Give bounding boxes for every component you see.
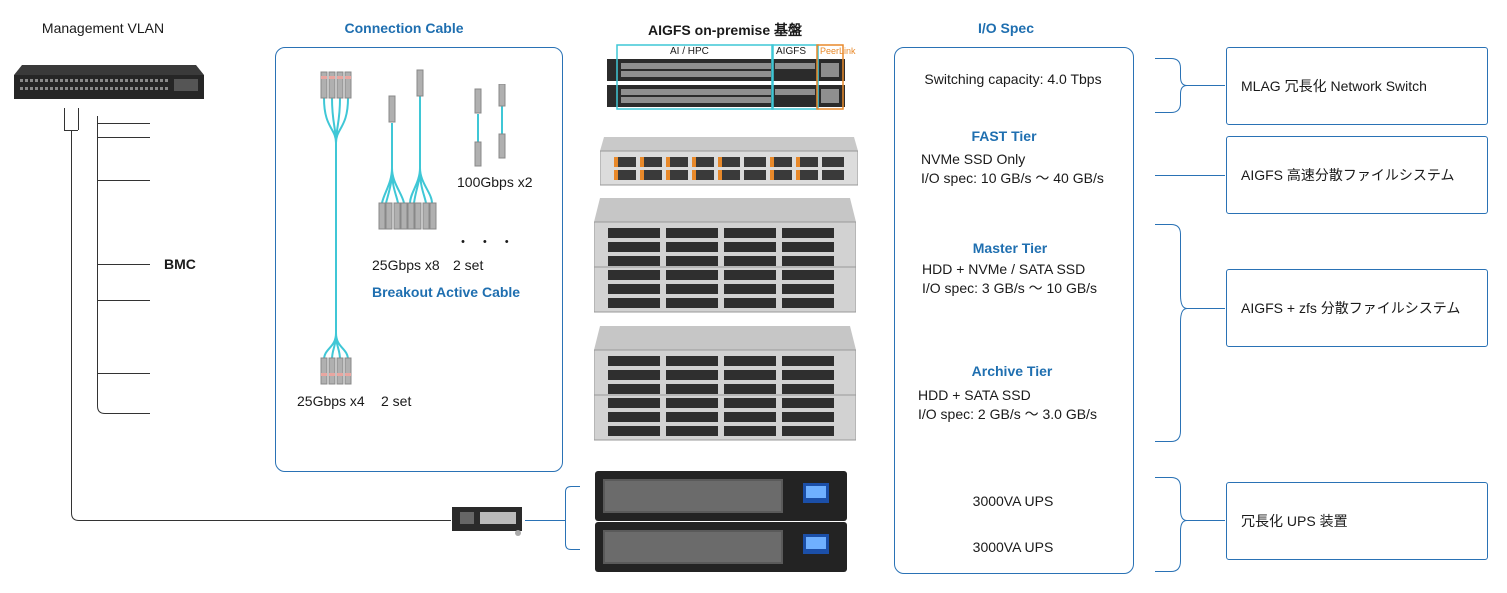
bracket-connectors: [1155, 55, 1227, 575]
bmc-label: BMC: [164, 256, 196, 272]
management-switch: [14, 63, 204, 99]
ups-unit-1: [595, 471, 847, 521]
archive-tier-line2: I/O spec: 2 GB/s ～ 3.0 GB/s: [918, 406, 1097, 422]
archive-tier-line1: HDD + SATA SSD: [918, 387, 1031, 403]
switch-label-aigfs: AIGFS: [776, 46, 807, 57]
mgmt-line: [71, 130, 72, 513]
breakout-cable-label: Breakout Active Cable: [372, 284, 521, 300]
ups-spec-2: 3000VA UPS: [972, 539, 1054, 555]
ups-network-card-icon: [450, 503, 526, 537]
fast-tier-line1: NVMe SSD Only: [921, 151, 1026, 167]
fast-tier-line2: I/O spec: 10 GB/s ～ 40 GB/s: [921, 170, 1104, 186]
mgmt-line: [64, 108, 65, 130]
master-tier-line1: HDD + NVMe / SATA SSD: [922, 261, 1086, 277]
ups-connection-line: [525, 486, 585, 550]
aigfs-fs-label: AIGFS 高速分散ファイルシステム: [1241, 167, 1455, 183]
cable-100g-label: 100Gbps x2: [457, 174, 533, 190]
aigfs-zfs-box: AIGFS + zfs 分散ファイルシステム: [1226, 269, 1488, 347]
mlag-switch-box: MLAG 冗長化 Network Switch: [1226, 47, 1488, 125]
cable-25g-x4-label: 25Gbps x4: [297, 393, 365, 409]
switch-label-ai-hpc: AI / HPC: [670, 46, 709, 57]
cable-25g-x8-label: 25Gbps x8: [372, 257, 440, 273]
io-spec-title: I/O Spec: [977, 20, 1035, 36]
ups-unit-2: [595, 522, 847, 572]
cable-25g-x4-set: 2 set: [381, 393, 412, 409]
redundant-ups-box: 冗長化 UPS 装置: [1226, 482, 1488, 560]
aigfs-fs-box: AIGFS 高速分散ファイルシステム: [1226, 136, 1488, 214]
archive-tier-server: [593, 326, 857, 442]
switch-label-peerlink: PeerLink: [820, 46, 856, 56]
cable-100g-icon: [470, 83, 510, 170]
master-tier-line2: I/O spec: 3 GB/s ～ 10 GB/s: [922, 280, 1098, 296]
platform-title: AIGFS on-premise 基盤: [647, 22, 803, 38]
switching-capacity: Switching capacity: 4.0 Tbps: [924, 71, 1102, 87]
mlag-switch-label: MLAG 冗長化 Network Switch: [1241, 78, 1427, 94]
cable-25g-x8-set: 2 set: [453, 257, 484, 273]
mgmt-line: [71, 505, 451, 521]
bmc-bus-line: [97, 116, 157, 418]
master-tier-server: [593, 198, 857, 314]
fast-tier-title: FAST Tier: [971, 128, 1037, 144]
network-switch-pair: [607, 44, 845, 112]
redundant-ups-label: 冗長化 UPS 装置: [1241, 513, 1348, 529]
management-vlan-title: Management VLAN: [41, 20, 165, 36]
aigfs-zfs-label: AIGFS + zfs 分散ファイルシステム: [1241, 300, 1461, 316]
ups-spec-1: 3000VA UPS: [972, 493, 1054, 509]
breakout-cable-x8-icon: [376, 68, 438, 258]
io-spec-panel: [894, 47, 1134, 574]
master-tier-title: Master Tier: [972, 240, 1048, 256]
more-dots: ・ ・ ・: [456, 234, 516, 250]
breakout-cable-x4-icon: [318, 68, 354, 388]
connection-cable-title: Connection Cable: [344, 20, 464, 36]
mgmt-line: [78, 108, 79, 130]
archive-tier-title: Archive Tier: [971, 363, 1053, 379]
fast-tier-server: [599, 137, 859, 187]
